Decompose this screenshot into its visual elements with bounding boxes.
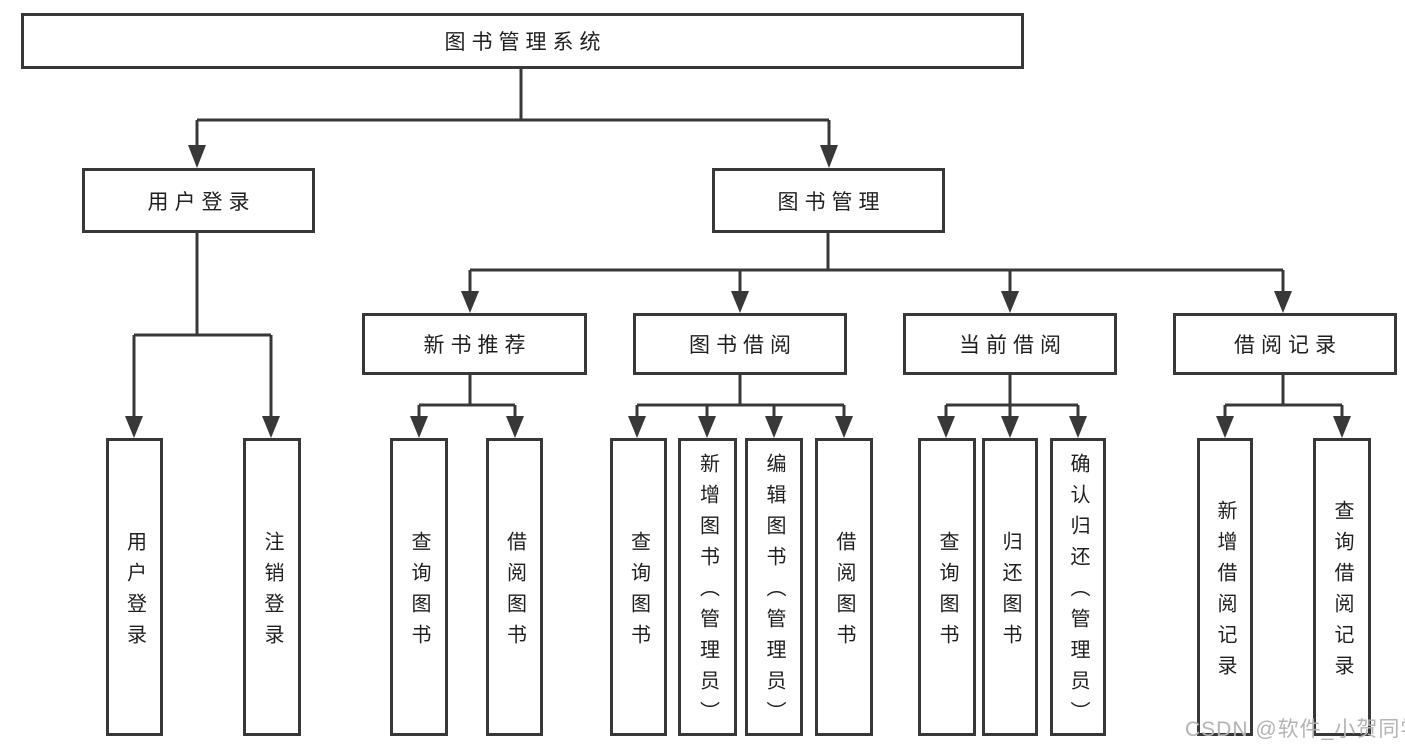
node-book-management: 图书管理 [712, 168, 945, 233]
arrow-down-icon [1274, 291, 1292, 313]
leaf-query-book-borrow-label: 查询图书 [627, 530, 650, 655]
node-book-borrow: 图书借阅 [633, 313, 847, 375]
connector-new-book-to-leaves [410, 375, 524, 438]
node-book-borrow-label: 图书借阅 [689, 334, 797, 357]
arrow-down-icon [262, 416, 280, 438]
leaf-add-borrow-record-label: 新增借阅记录 [1214, 499, 1236, 686]
node-borrow-records-label: 借阅记录 [1234, 334, 1342, 357]
arrow-down-icon [765, 416, 783, 438]
node-root: 图书管理系统 [21, 13, 1024, 69]
leaf-borrow-book-borrow-label: 借阅图书 [833, 530, 855, 655]
leaf-confirm-return-admin: 确认归还（管理员） [1050, 438, 1106, 736]
leaf-borrow-book-recommend-label: 借阅图书 [503, 530, 526, 655]
leaf-add-borrow-record: 新增借阅记录 [1197, 438, 1253, 736]
leaf-add-book-admin: 新增图书（管理员） [678, 438, 737, 736]
leaf-return-book: 归还图书 [982, 438, 1038, 736]
node-current-borrow-label: 当前借阅 [959, 334, 1067, 357]
arrow-down-icon [628, 416, 646, 438]
leaf-logout-label: 注销登录 [261, 530, 283, 655]
arrow-down-icon [937, 416, 955, 438]
arrow-down-icon [1216, 416, 1234, 438]
arrow-down-icon [188, 145, 206, 168]
leaf-add-book-admin-label: 新增图书（管理员） [696, 453, 719, 732]
leaf-query-borrow-record: 查询借阅记录 [1313, 438, 1371, 736]
leaf-return-book-label: 归还图书 [999, 530, 1021, 655]
arrow-down-icon [698, 416, 716, 438]
arrow-down-icon [1001, 416, 1019, 438]
connector-user-login-to-leaves [125, 233, 280, 438]
node-new-book-recommend-label: 新书推荐 [423, 334, 532, 357]
connector-root-to-level2 [188, 69, 838, 168]
leaf-logout: 注销登录 [243, 438, 301, 736]
leaf-user-login: 用户登录 [106, 438, 163, 736]
leaf-borrow-book-borrow: 借阅图书 [815, 438, 873, 736]
node-book-management-label: 图书管理 [777, 190, 886, 214]
arrow-down-icon [125, 416, 143, 438]
arrow-down-icon [506, 416, 524, 438]
leaf-query-book-borrow: 查询图书 [610, 438, 667, 736]
node-borrow-records: 借阅记录 [1173, 313, 1397, 375]
arrow-down-icon [820, 145, 838, 168]
arrow-down-icon [1001, 291, 1019, 313]
leaf-query-book-recommend-label: 查询图书 [408, 530, 430, 655]
leaf-query-book-recommend: 查询图书 [390, 438, 448, 736]
node-new-book-recommend: 新书推荐 [362, 313, 587, 375]
arrow-down-icon [1333, 416, 1351, 438]
arrow-down-icon [461, 291, 479, 313]
arrow-down-icon [410, 416, 428, 438]
node-root-label: 图书管理系统 [444, 31, 607, 54]
connector-records-to-leaves [1216, 375, 1351, 438]
node-user-login-label: 用户登录 [147, 190, 256, 214]
arrow-down-icon [731, 291, 749, 313]
connector-book-borrow-to-leaves [628, 375, 853, 438]
arrow-down-icon [1069, 416, 1087, 438]
connector-book-mgmt-to-level3 [461, 233, 1292, 313]
leaf-query-book-current: 查询图书 [918, 438, 976, 736]
leaf-user-login-label: 用户登录 [123, 530, 146, 655]
leaf-confirm-return-admin-label: 确认归还（管理员） [1067, 453, 1089, 732]
watermark: CSDN @软件_小贺同学 [1185, 718, 1405, 741]
node-current-borrow: 当前借阅 [903, 313, 1117, 375]
connector-current-borrow-to-leaves [937, 375, 1087, 438]
arrow-down-icon [835, 416, 853, 438]
leaf-borrow-book-recommend: 借阅图书 [486, 438, 543, 736]
leaf-query-borrow-record-label: 查询借阅记录 [1331, 499, 1353, 686]
leaf-query-book-current-label: 查询图书 [936, 530, 958, 655]
leaf-edit-book-admin: 编辑图书（管理员） [745, 438, 803, 736]
node-user-login: 用户登录 [82, 168, 315, 233]
leaf-edit-book-admin-label: 编辑图书（管理员） [763, 453, 785, 732]
